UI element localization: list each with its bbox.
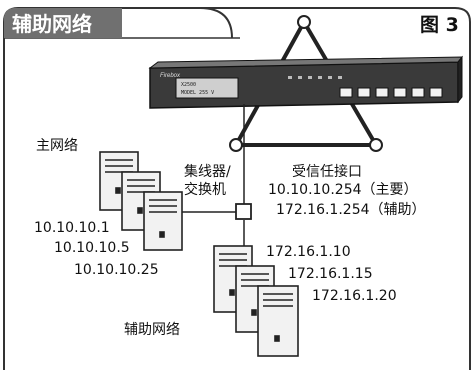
trusted-ip-secondary: 172.16.1.254（辅助） <box>276 202 426 218</box>
diagram-title: 辅助网络 <box>12 12 92 36</box>
figure-number: 图 3 <box>420 14 459 36</box>
status-leds <box>288 76 342 79</box>
secondary-ip-2: 172.16.1.15 <box>288 266 373 282</box>
ethernet-ports <box>339 87 443 98</box>
title-corner-curve <box>199 7 233 39</box>
device-lcd <box>175 77 239 99</box>
secondary-network-label: 辅助网络 <box>124 322 180 338</box>
triangle-joints <box>229 15 383 152</box>
trusted-interface-label: 受信任接口 <box>292 164 362 180</box>
device-lcd-line-1: X2500 <box>181 82 196 88</box>
title-tab <box>4 8 122 38</box>
main-network-label: 主网络 <box>36 138 78 154</box>
hub-label-line-2: 交换机 <box>184 182 226 198</box>
secondary-ip-3: 172.16.1.20 <box>312 288 397 304</box>
device-brand: Firebox <box>160 73 181 79</box>
hub-switch <box>235 203 252 220</box>
hub-label-line-1: 集线器/ <box>184 164 231 180</box>
secondary-network-servers <box>213 245 299 357</box>
main-ip-3: 10.10.10.25 <box>74 262 159 278</box>
network-links <box>180 104 245 246</box>
firewall-appliance: Firebox X2500 MODEL 255 V <box>148 55 464 109</box>
main-ip-2: 10.10.10.5 <box>54 240 130 256</box>
secondary-ip-1: 172.16.1.10 <box>266 244 351 260</box>
server-tower <box>257 285 299 357</box>
main-ip-1: 10.10.10.1 <box>34 220 110 236</box>
server-tower <box>143 191 183 251</box>
trusted-ip-primary: 10.10.10.254（主要） <box>268 182 418 198</box>
main-network-servers <box>99 151 183 251</box>
device-lcd-line-2: MODEL 255 V <box>181 90 214 96</box>
